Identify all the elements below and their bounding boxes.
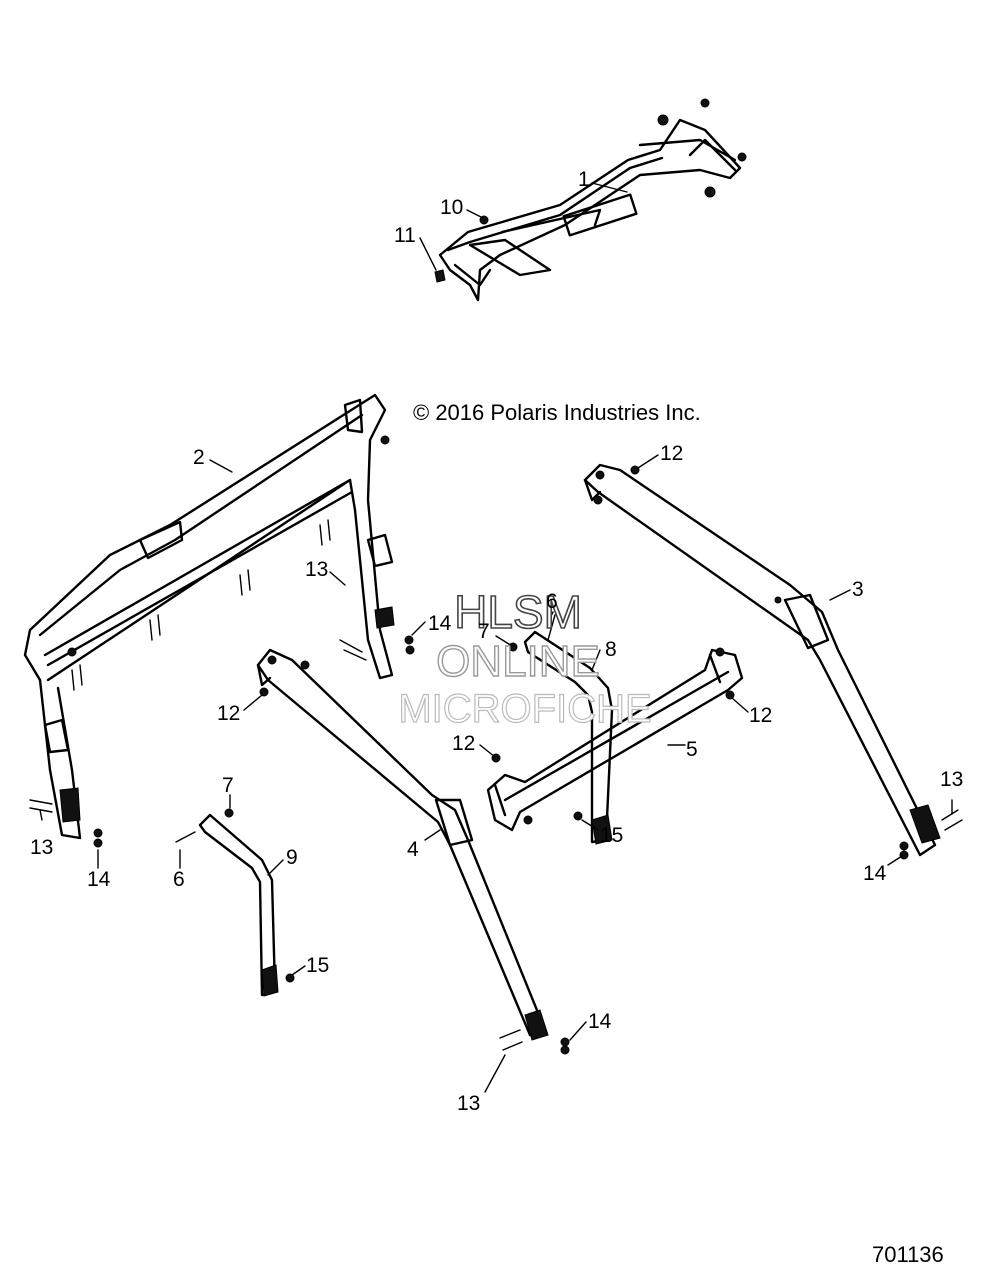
- callout-8: 8: [605, 638, 617, 661]
- part-3-right-rear-bar: [583, 463, 941, 857]
- callout-12-a: 12: [660, 442, 683, 465]
- callout-2: 2: [193, 446, 205, 469]
- callout-labels: 1 2 3 4 5 6 6 7 7 8 9 10 11 12 12 12 12 …: [30, 168, 963, 1115]
- callout-14-a: 14: [428, 612, 452, 635]
- fasteners: [29, 98, 963, 1055]
- watermark-line-2: ONLINE: [436, 637, 600, 686]
- callout-13-d: 13: [457, 1092, 480, 1115]
- callout-15-a: 15: [600, 824, 623, 847]
- part-8-right-grab-bar: [523, 630, 614, 845]
- callout-4: 4: [407, 838, 419, 861]
- figure-number: 701136: [872, 1242, 944, 1267]
- callout-13-c: 13: [940, 768, 963, 791]
- part-9-left-grab-bar: [198, 813, 279, 997]
- callout-15-b: 15: [306, 954, 329, 977]
- callout-12-c: 12: [749, 704, 772, 727]
- callout-14-b: 14: [87, 868, 111, 891]
- callout-13-b: 13: [30, 836, 53, 859]
- part-4-left-rear-bar: [256, 648, 549, 1041]
- callout-12-d: 12: [452, 732, 475, 755]
- part-2-front-frame: [23, 393, 395, 840]
- leader-lines: [39, 182, 953, 1093]
- part-5-cross-member: [486, 648, 744, 832]
- part-1-roof-panel: [438, 118, 742, 302]
- callout-13-a: 13: [305, 558, 328, 581]
- callout-3: 3: [852, 578, 864, 601]
- watermark-line-3: MICROFICHE: [398, 687, 651, 731]
- callout-14-d: 14: [588, 1010, 612, 1033]
- callout-14-c: 14: [863, 862, 887, 885]
- watermark: HLSM ONLINE MICROFICHE: [398, 585, 653, 731]
- callout-1: 1: [578, 168, 590, 191]
- watermark-line-1: HLSM: [454, 586, 582, 638]
- callout-12-b: 12: [217, 702, 240, 725]
- callout-7-b: 7: [222, 774, 234, 797]
- callout-11: 11: [394, 224, 416, 247]
- copyright-notice: © 2016 Polaris Industries Inc.: [413, 400, 701, 425]
- callout-7-a: 7: [478, 620, 490, 643]
- callout-10: 10: [440, 196, 463, 219]
- callout-6-b: 6: [173, 868, 185, 891]
- callout-6-a: 6: [546, 590, 558, 613]
- callout-9: 9: [286, 846, 298, 869]
- callout-5: 5: [686, 738, 698, 761]
